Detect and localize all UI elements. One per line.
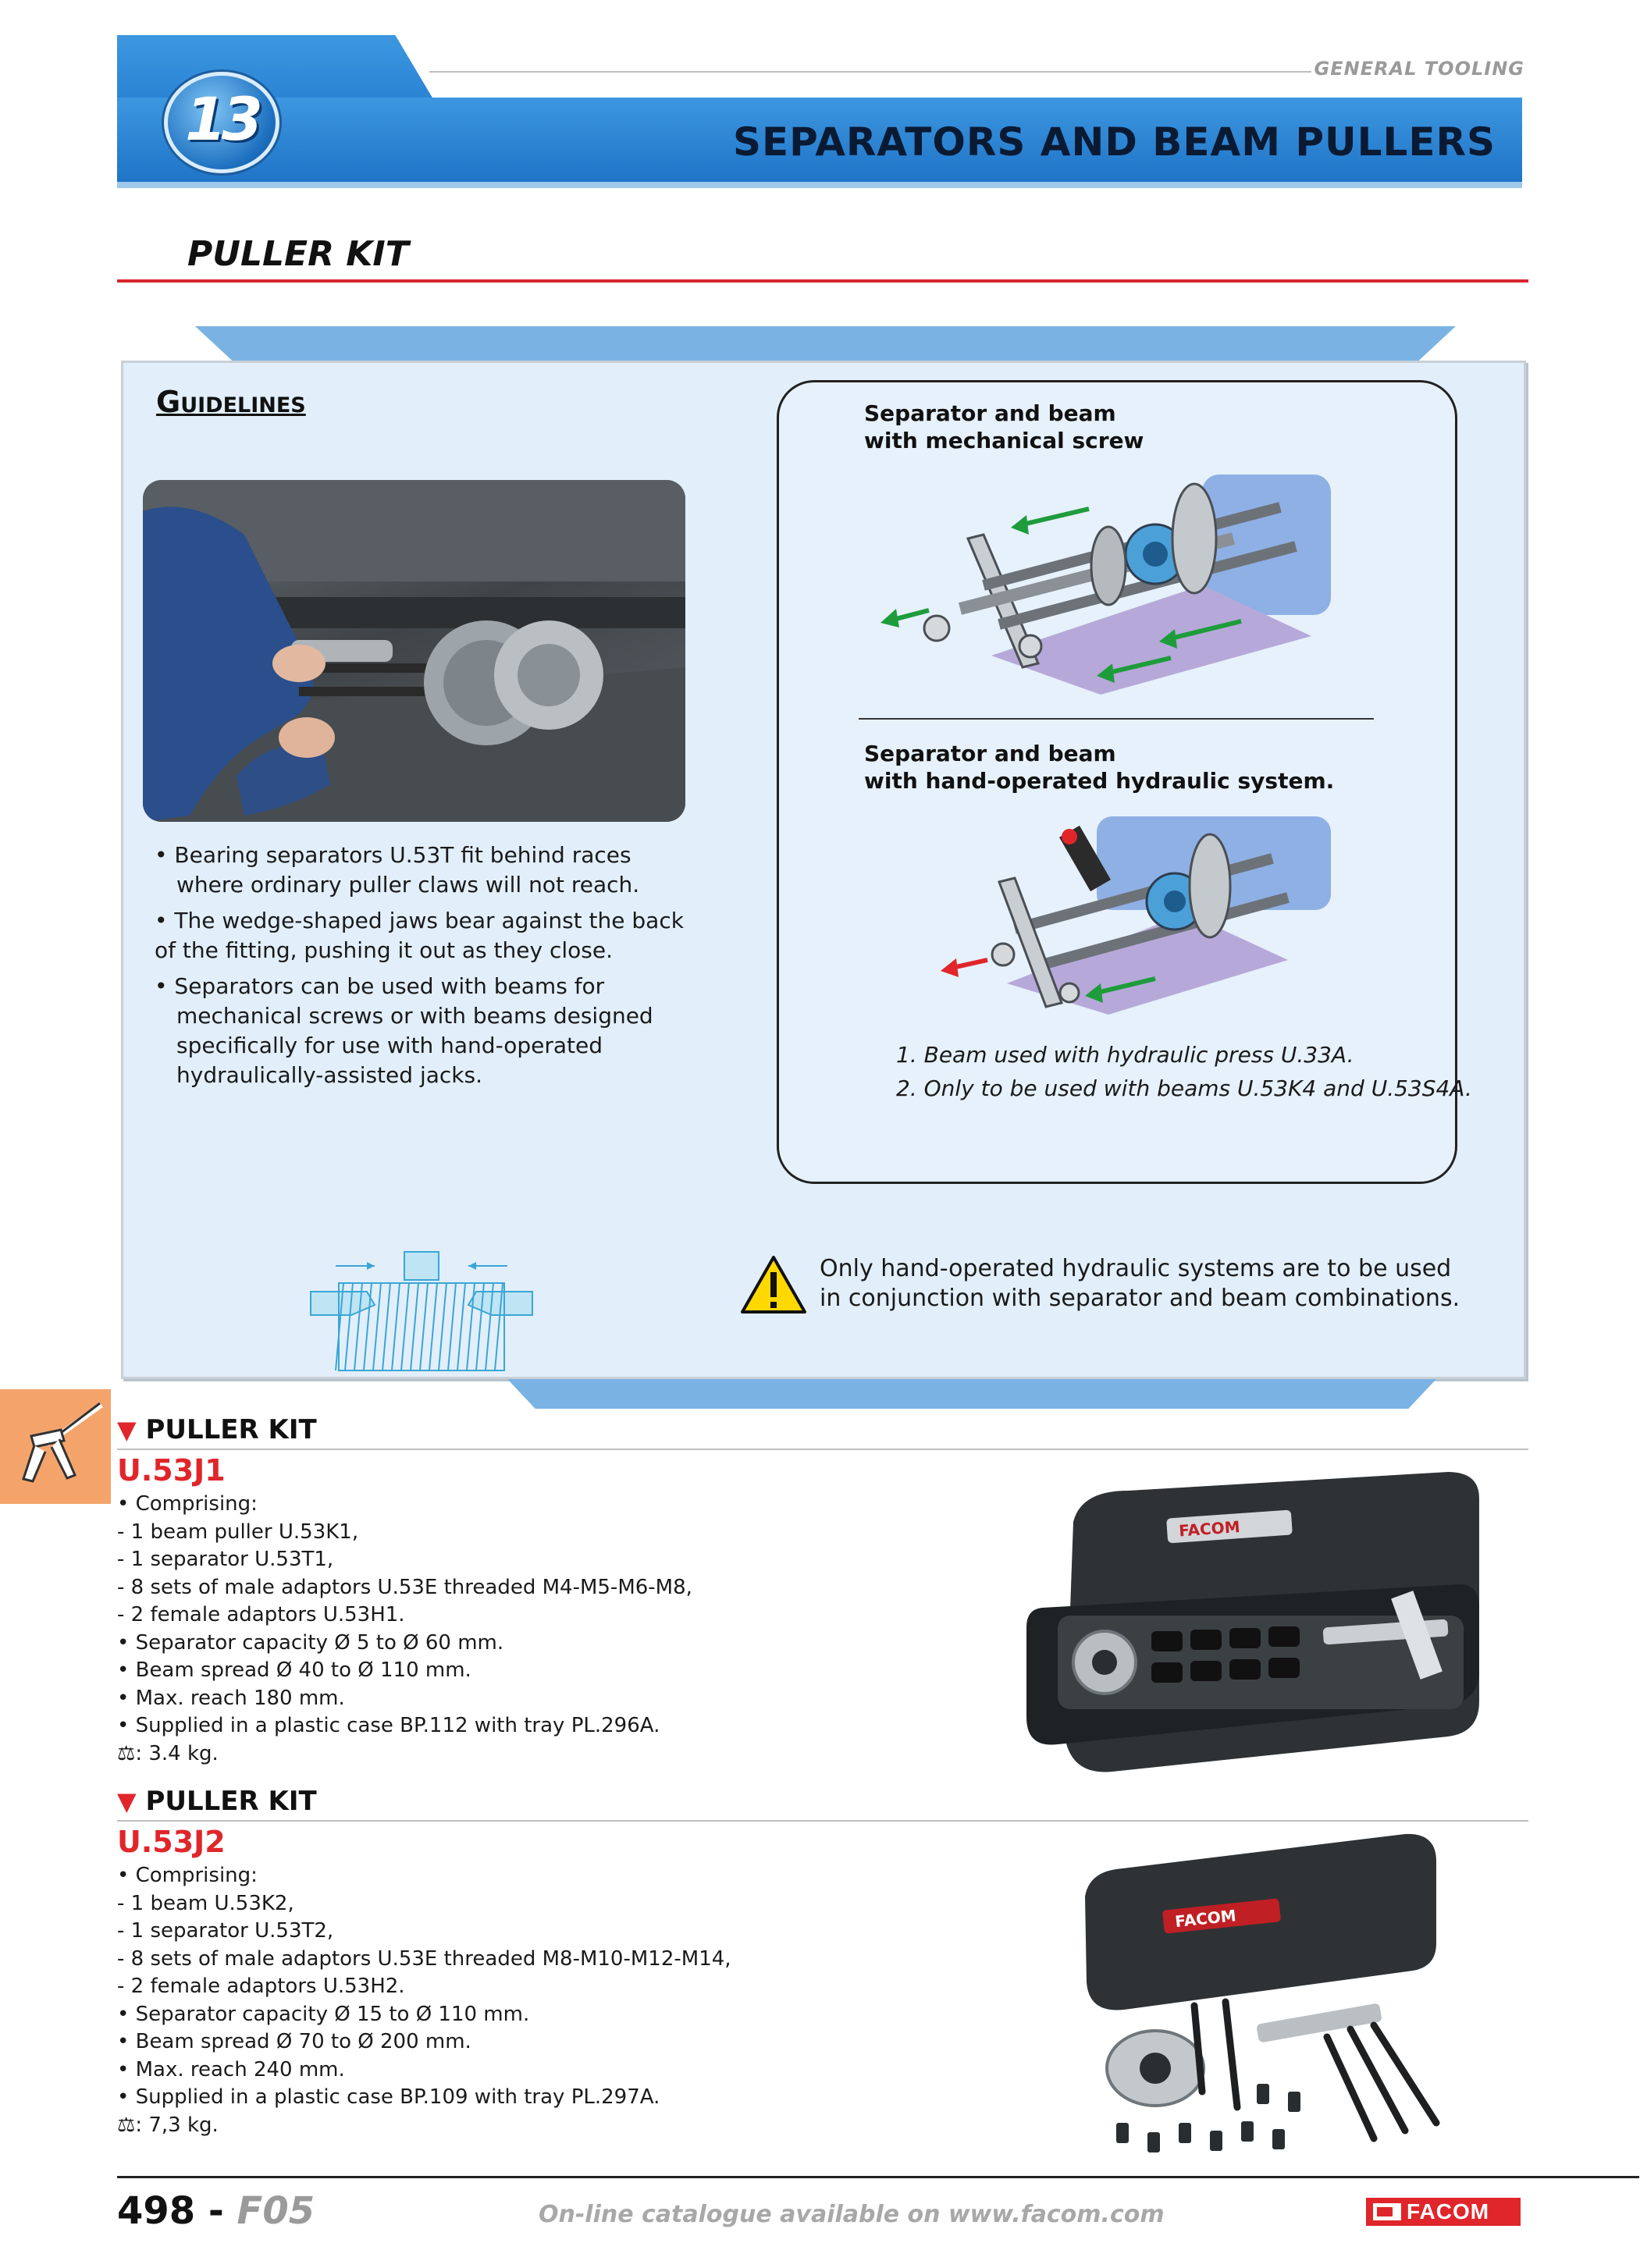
spec-line: • Comprising: [117,1492,258,1516]
chapter-badge [164,72,279,173]
product-specs: • Comprising: - 1 beam U.53K2, - 1 separ… [117,1862,898,2139]
spec-line: • Separator capacity Ø 15 to Ø 110 mm. [117,2002,530,2026]
page-number: 498 - F05 [117,2189,315,2233]
weight-scale-icon: ⚖ [117,2113,136,2137]
guideline-bullet: • The wedge-shaped jaws bear against the… [155,908,684,963]
spec-line: • Separator capacity Ø 5 to Ø 60 mm. [117,1630,504,1655]
spec-line: - 1 separator U.53T1, [117,1548,334,1571]
product-specs: • Comprising: - 1 beam puller U.53K1, - … [117,1491,898,1768]
spec-line: - 1 beam puller U.53K1, [117,1520,359,1544]
header-band [117,98,1522,182]
spec-line: • Max. reach 240 mm. [117,2057,345,2081]
header-tab [117,35,433,99]
product-rule [117,1449,1528,1450]
guidelines-heading: Guidelines [156,385,306,419]
product-code: U.53J1 [117,1453,226,1488]
diagram-caption-mechanical: Separator and beam with mechanical screw [864,400,1144,453]
header-rule [429,71,1311,73]
section-label: GENERAL TOOLING [1314,58,1524,80]
triangle-bullet-icon: ▼ [117,1415,137,1445]
puller-icon [22,1402,104,1483]
triangle-bullet-icon: ▼ [117,1786,137,1816]
spec-line: • Supplied in a plastic case BP.112 with… [117,1714,660,1737]
diagram-note: 1. Beam used with hydraulic press U.33A. [896,1042,1354,1068]
diagram-note: 2. Only to be used with beams U.53K4 and… [896,1075,1472,1101]
facom-logo-text: FACOM [1407,2199,1490,2224]
spec-line: • Comprising: [117,1864,258,1887]
catalogue-url[interactable]: On-line catalogue available on www.facom… [539,2201,1165,2228]
spec-line: - 8 sets of male adaptors U.53E threaded… [117,1946,731,1971]
diagram-caption-hydraulic: Separator and beam with hand-operated hy… [864,741,1335,794]
case-brand-label: FACOM [1178,1517,1240,1540]
product-rule [117,1820,1528,1822]
guideline-bullet: • Separators can be used with beams for … [155,973,653,1088]
subtitle-rule [117,279,1528,283]
header-shadow [117,182,1522,188]
spec-line: - 8 sets of male adaptors U.53E threaded… [117,1575,692,1599]
guideline-bullets: • Bearing separators U.53T fit behind ra… [155,841,701,1097]
guideline-bullet: • Bearing separators U.53T fit behind ra… [155,842,640,898]
weight-scale-icon: ⚖ [117,1741,136,1765]
spec-line: • Beam spread Ø 70 to Ø 200 mm. [117,2030,471,2053]
product-case-photo-2: FACOM [1085,1833,1440,2152]
panel-top-tab [195,326,1456,361]
spec-line: - 2 female adaptors U.53H2. [117,1975,405,1998]
diagram-box [777,380,1457,1184]
hydraulic-system-diagram [941,816,1331,1015]
spec-line: • Supplied in a plastic case BP.109 with… [117,2085,660,2109]
spec-line: • Max. reach 180 mm. [117,1686,345,1710]
spec-line: - 2 female adaptors U.53H1. [117,1603,405,1626]
facom-logo-icon [1373,2203,1401,2220]
spec-line: • Beam spread Ø 40 to Ø 110 mm. [117,1658,471,1682]
footer-rule [117,2176,1639,2178]
separator-sketch [310,1251,533,1371]
category-tab [0,1389,111,1504]
weight-line: ⚖: 3.4 kg. [117,1741,219,1765]
warning-icon [741,1256,806,1314]
workshop-photo [143,480,685,822]
diagram-notes: 1. Beam used with hydraulic press U.33A.… [896,1038,1472,1105]
chapter-number: 13 [185,84,263,154]
spec-line: - 1 beam U.53K2, [117,1891,294,1915]
spec-line: - 1 separator U.53T2, [117,1919,334,1943]
mechanical-screw-diagram [880,475,1331,695]
panel-bottom-tab [507,1379,1436,1409]
product-heading-1: ▼ PULLER KIT [117,1414,317,1445]
product-code: U.53J2 [117,1825,226,1859]
diagram-divider [859,718,1374,720]
warning-text: Only hand-operated hydraulic systems are… [820,1255,1460,1312]
weight-line: ⚖: 7,3 kg. [117,2113,219,2137]
product-case-photo-1: FACOM [1026,1472,1479,1772]
page-title: SEPARATORS AND BEAM PULLERS [733,119,1496,165]
section-subtitle: PULLER KIT [187,234,409,274]
product-heading-2: ▼ PULLER KIT [117,1786,317,1817]
